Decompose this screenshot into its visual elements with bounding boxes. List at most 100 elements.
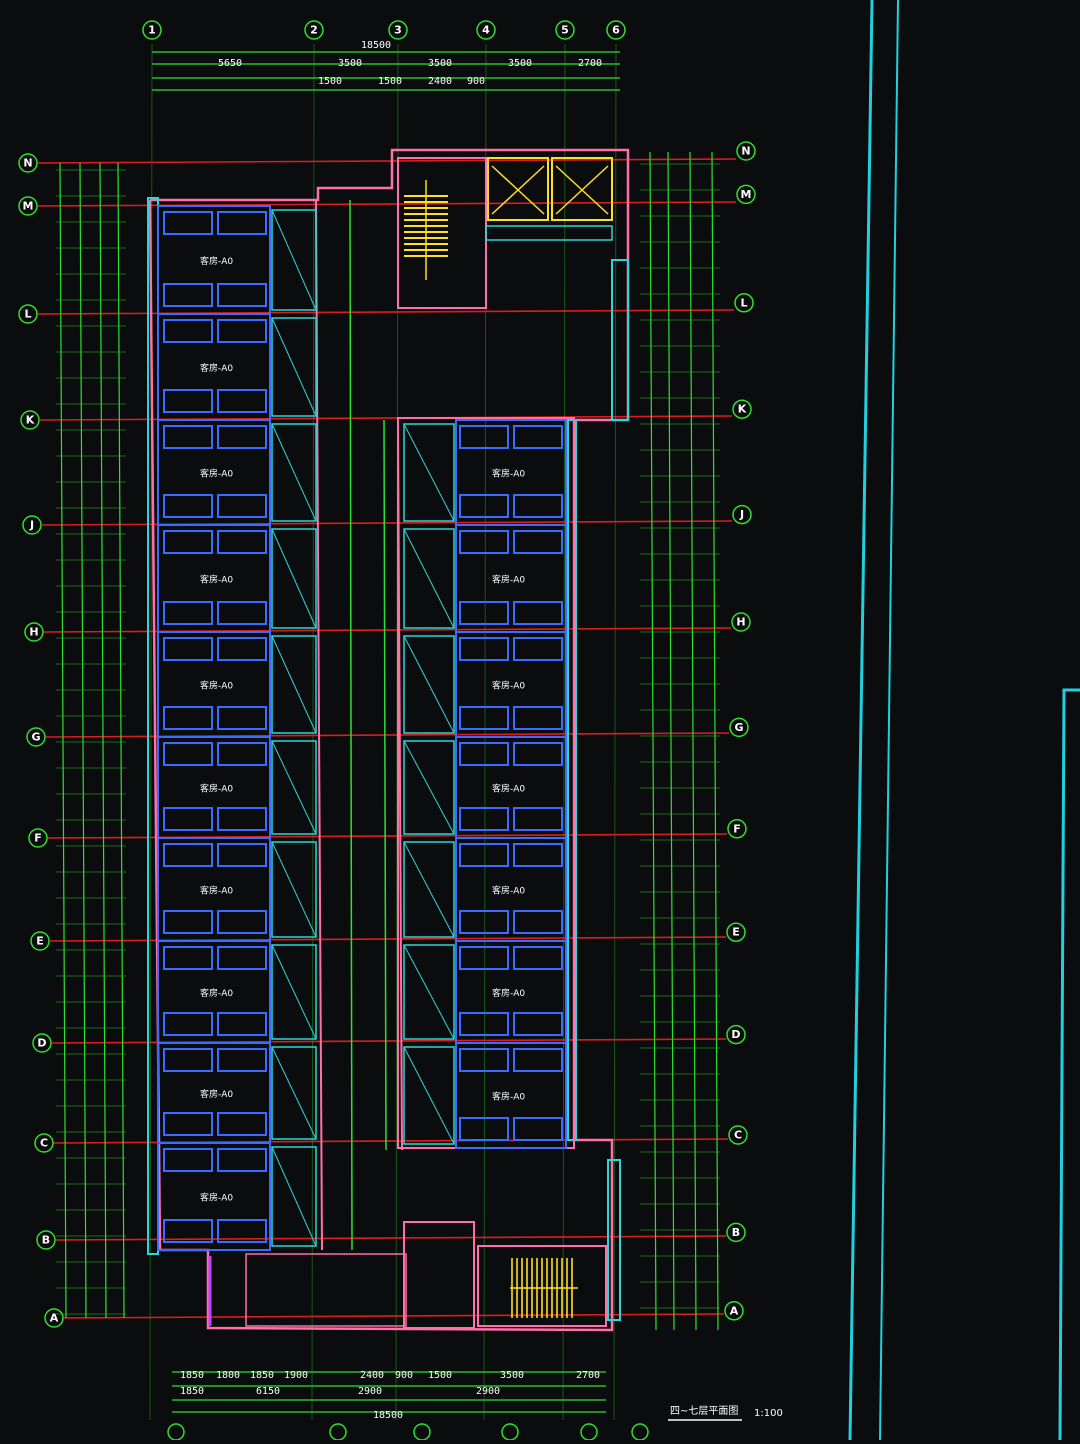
- axis-bubble-left-L: [18, 304, 38, 324]
- left-dim-chain-0: [59, 162, 67, 1319]
- bed-left-2: [163, 706, 213, 730]
- axis-label-left-A: A: [50, 1312, 59, 1325]
- axis-bubble-right-C: [728, 1125, 748, 1145]
- guest-rooms: 客房-A0客房-A0客房-A0客房-A0客房-A0客房-A0客房-A0客房-A0…: [157, 205, 567, 1251]
- bed-left-2: [163, 601, 213, 625]
- desk-left: [217, 530, 267, 554]
- axis-line-5: [562, 43, 566, 1421]
- top-dim-row3: 900: [467, 76, 485, 87]
- room-label-left: 客房-A0: [200, 987, 233, 999]
- bed-left-2: [163, 807, 213, 831]
- desk-left-2: [217, 1219, 267, 1243]
- bed-left-2: [163, 1219, 213, 1243]
- bathroom-left-x: [271, 209, 317, 311]
- bed-left: [163, 843, 213, 867]
- bed-right-2: [459, 601, 509, 625]
- axis-label-left-J: J: [29, 519, 34, 532]
- axis-line-A: [63, 1313, 725, 1319]
- corridor-wall-left: [315, 199, 323, 1251]
- axis-label-left-L: L: [24, 308, 31, 321]
- axis-bubble-left-J: [22, 515, 42, 535]
- room-label-right: 客房-A0: [492, 1091, 525, 1103]
- axis-label-right-J: J: [739, 508, 744, 521]
- axis-label-right-C: C: [734, 1129, 742, 1142]
- axis-bubble-right-H: [731, 612, 751, 632]
- desk-right-2: [513, 1117, 563, 1141]
- axis-bubble-right-N: [736, 141, 756, 161]
- bed-right-2: [459, 910, 509, 934]
- bathroom-right: [403, 944, 455, 1040]
- right-dim-chain-1: [667, 151, 675, 1331]
- bottom-dim-row1: 1850: [250, 1370, 274, 1381]
- bathroom-right: [403, 740, 455, 835]
- top-dim-overall: 18500: [361, 40, 391, 51]
- axis-label-4: 4: [482, 24, 490, 37]
- desk-right: [513, 425, 563, 449]
- bathroom-right-x: [403, 635, 455, 734]
- top-dim-row3: 1500: [318, 76, 342, 87]
- bathroom-right-x: [403, 841, 455, 938]
- desk-right: [513, 843, 563, 867]
- bed-left: [163, 530, 213, 554]
- axis-label-right-L: L: [740, 296, 747, 309]
- desk-left-2: [217, 706, 267, 730]
- axis-label-right-F: F: [733, 822, 741, 835]
- desk-right: [513, 530, 563, 554]
- bottom-dim-overall: 18500: [373, 1410, 403, 1421]
- axis-label-right-A: A: [730, 1304, 739, 1317]
- bathroom-left-x: [271, 528, 317, 629]
- bed-left: [163, 211, 213, 235]
- bed-left: [163, 946, 213, 970]
- axis-label-left-M: M: [23, 200, 34, 213]
- drawing-frame: [848, 0, 1080, 1441]
- axis-label-right-D: D: [731, 1028, 740, 1041]
- room-left-10: [157, 1142, 271, 1251]
- bed-left-2: [163, 1012, 213, 1036]
- axis-bubble-bottom-6: [631, 1423, 649, 1441]
- bathroom-left-x: [271, 317, 317, 417]
- desk-right-2: [513, 494, 563, 518]
- bathroom-left: [271, 317, 317, 417]
- axis-bubble-2: [304, 20, 324, 40]
- south-lobby: [245, 1253, 407, 1327]
- bathroom-right-x: [403, 944, 455, 1040]
- left-dim-chain-1: [79, 162, 87, 1319]
- axis-label-2: 2: [310, 24, 318, 37]
- south-core-windows: [607, 1159, 621, 1321]
- south-stair-enclosure: [477, 1245, 607, 1327]
- bed-left-2: [163, 283, 213, 307]
- room-label-left: 客房-A0: [200, 680, 233, 692]
- bathroom-right: [403, 1046, 455, 1145]
- desk-right-2: [513, 1012, 563, 1036]
- bed-right: [459, 1048, 509, 1072]
- bed-right-2: [459, 1117, 509, 1141]
- bed-left: [163, 637, 213, 661]
- axis-label-left-G: G: [31, 731, 40, 744]
- bottom-dim-row2: 1850: [180, 1386, 204, 1397]
- axis-label-3: 3: [394, 24, 402, 37]
- top-dim-row2: 5650: [218, 58, 242, 69]
- bed-right: [459, 530, 509, 554]
- axis-bubble-right-D: [726, 1024, 746, 1045]
- room-label-left: 客房-A0: [200, 1088, 233, 1100]
- bathroom-right: [403, 841, 455, 938]
- desk-left: [217, 319, 267, 343]
- axis-bubble-left-C: [34, 1133, 54, 1153]
- right-dim-chain-0: [649, 151, 657, 1331]
- left-dim-chain-2: [99, 162, 107, 1319]
- room-label-right: 客房-A0: [492, 468, 525, 480]
- desk-right-2: [513, 706, 563, 730]
- desk-left: [217, 946, 267, 970]
- top-dim-row2: 3500: [508, 58, 532, 69]
- desk-left: [217, 742, 267, 766]
- bed-left-2: [163, 389, 213, 413]
- bathroom-left-x: [271, 944, 317, 1040]
- south-service-room: [403, 1221, 475, 1329]
- axis-bubble-4: [476, 20, 496, 40]
- bathroom-right-x: [403, 528, 455, 629]
- axis-bubble-right-B: [726, 1222, 746, 1243]
- bottom-dim-row1: 900: [395, 1370, 413, 1381]
- axis-bubble-left-E: [30, 931, 50, 951]
